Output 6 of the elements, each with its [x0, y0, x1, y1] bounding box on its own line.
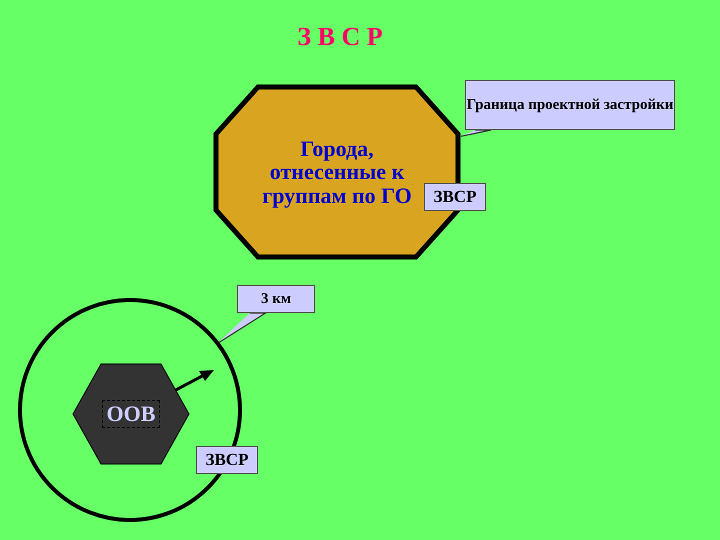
zone-tag: ЗВСР — [424, 183, 486, 211]
zone-tag: ЗВСР — [196, 446, 258, 474]
object-hexagon: ООВ — [71, 362, 191, 466]
callout-box: 3 км — [237, 285, 315, 313]
title: З В С Р — [296, 22, 384, 52]
callout-pointer — [216, 312, 268, 344]
